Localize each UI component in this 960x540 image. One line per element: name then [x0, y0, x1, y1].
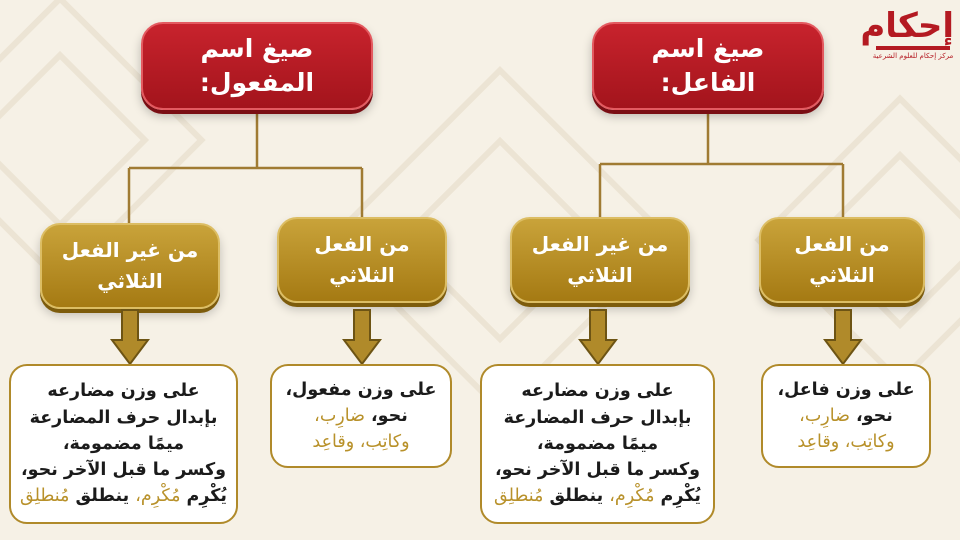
title-box-mafool: صيغ اسم المفعول:: [141, 22, 373, 110]
description-line: على وزن مفعول،: [285, 379, 437, 400]
example-word-highlight: ضارِب،: [314, 405, 365, 426]
logo-underline: [876, 46, 950, 50]
description-line: ميمًا مضمومة،: [62, 433, 185, 454]
logo-subtitle: مركز إحكام للعلوم الشرعية: [872, 52, 954, 60]
examples-line: يُكْرِم مُكْرِم، ينطلق مُنطلِق: [20, 483, 227, 509]
examples-line: نحو، ضارِب،: [799, 403, 893, 429]
example-word-highlight: ضارِب،: [799, 405, 850, 426]
description-line: على وزن مضارعه: [521, 381, 674, 402]
description-box-faail-ghayr-thulathi: على وزن مضارعه بإبدال حرف المضارعة ميمًا…: [480, 364, 715, 524]
example-word: ينطلق: [549, 486, 604, 507]
description-box-mafool-thulathi: على وزن مفعول، نحو، ضارِب، وكاتِب، وقاعِ…: [270, 364, 452, 468]
category-box-mafool-thulathi: من الفعل الثلاثي: [277, 217, 447, 303]
example-prefix: نحو،: [364, 405, 408, 426]
description-line: على وزن فاعل،: [777, 379, 915, 400]
examples-line: نحو، ضارِب،: [314, 403, 408, 429]
example-word: ينطلق: [75, 486, 130, 507]
example-word-highlight: مُكْرِم،: [609, 486, 655, 507]
description-line: على وزن مضارعه: [47, 381, 200, 402]
down-arrow-icon: [823, 309, 863, 366]
category-box-mafool-ghayr-thulathi: من غير الفعل الثلاثي: [40, 223, 220, 309]
description-line: بإبدال حرف المضارعة: [29, 407, 218, 428]
examples-line: يُكْرِم مُكْرِم، ينطلق مُنطلِق: [494, 483, 701, 509]
category-box-faail-ghayr-thulathi: من غير الفعل الثلاثي: [510, 217, 690, 303]
down-arrow-icon: [342, 309, 382, 366]
example-word-highlight: مُنطلِق: [19, 486, 70, 507]
example-word-highlight: مُكْرِم،: [135, 486, 181, 507]
description-line: وكسر ما قبل الآخر نحو،: [494, 460, 701, 481]
down-arrow-icon: [578, 309, 618, 366]
brand-logo: إحكام مركز إحكام للعلوم الشرعية: [860, 6, 954, 76]
example-word-highlight: مُنطلِق: [493, 486, 544, 507]
description-line: ميمًا مضمومة،: [536, 433, 659, 454]
description-line: بإبدال حرف المضارعة: [503, 407, 692, 428]
description-box-mafool-ghayr-thulathi: على وزن مضارعه بإبدال حرف المضارعة ميمًا…: [9, 364, 238, 524]
down-arrow-icon: [110, 309, 150, 366]
example-word-highlight: وكاتِب، وقاعِد: [797, 432, 895, 453]
logo-mark: إحكام: [860, 6, 954, 46]
example-word-highlight: وكاتِب، وقاعِد: [312, 432, 410, 453]
description-line: وكسر ما قبل الآخر نحو،: [20, 460, 227, 481]
category-box-faail-thulathi: من الفعل الثلاثي: [759, 217, 925, 303]
description-box-faail-thulathi: على وزن فاعل، نحو، ضارِب، وكاتِب، وقاعِد: [761, 364, 931, 468]
title-box-faail: صيغ اسم الفاعل:: [592, 22, 824, 110]
example-word: يُكْرِم: [186, 486, 228, 507]
example-prefix: نحو،: [849, 405, 893, 426]
example-word: يُكْرِم: [660, 486, 702, 507]
